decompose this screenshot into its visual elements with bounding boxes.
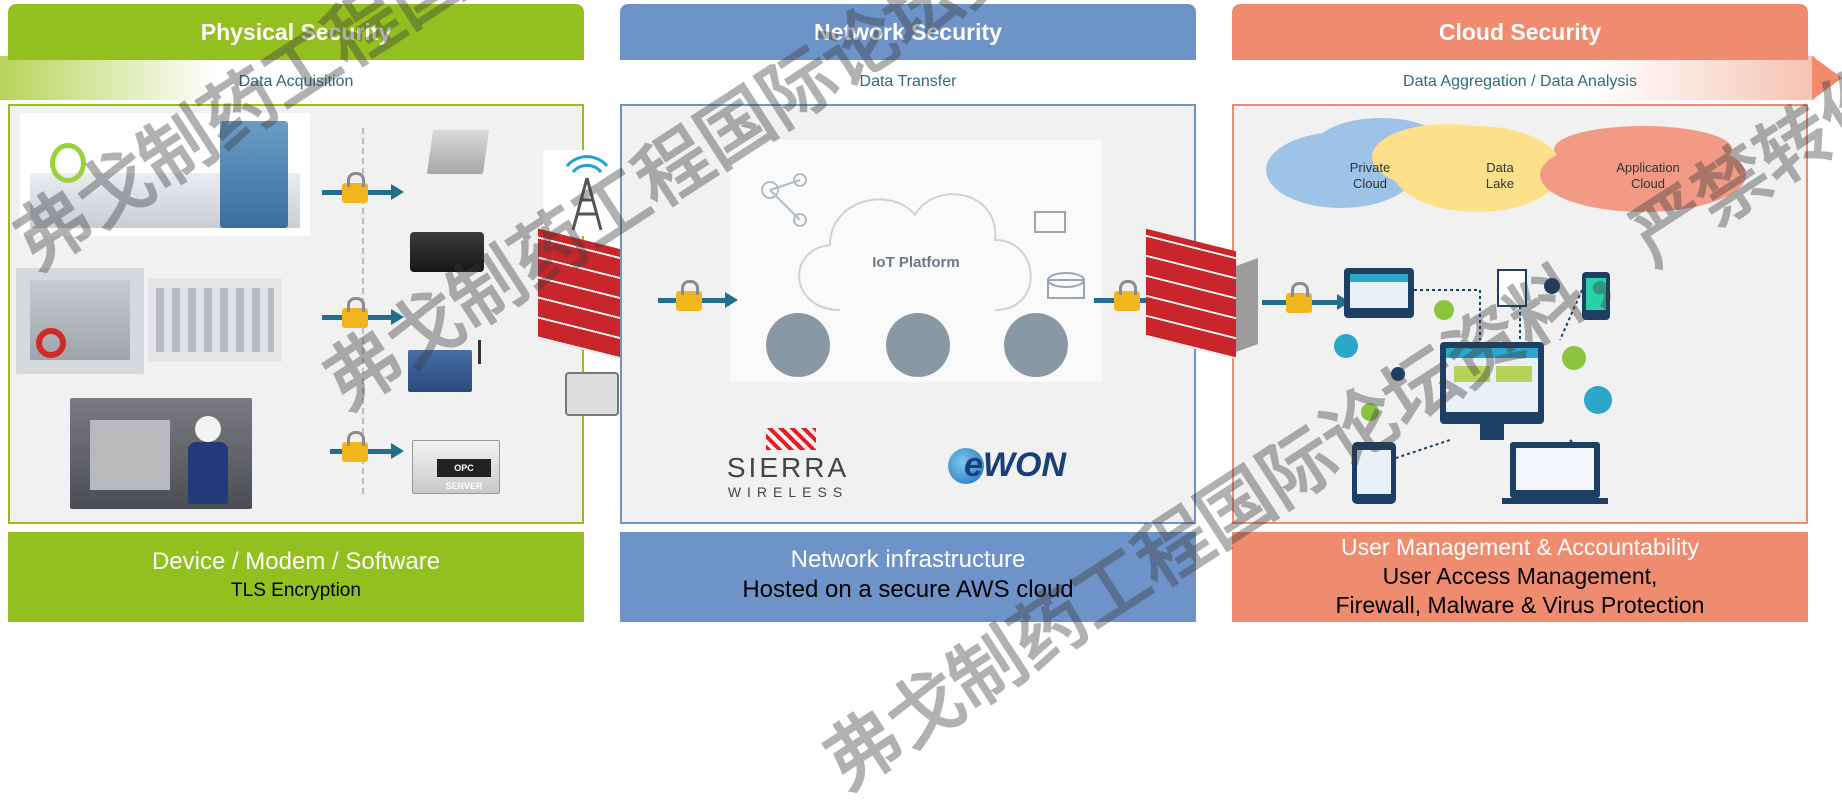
lab-instruments-image [20,113,310,236]
application-cloud-label: Application Cloud [1600,160,1696,192]
data-lake-cloud-shape [1392,126,1562,212]
ewon-swirl-icon [948,448,984,484]
network-cable-image [565,372,619,416]
sierra-wireless-logo: SIERRA WIRELESS [718,428,858,500]
physical-footer-title: Device / Modem / Software [151,548,441,575]
antenna-icon [478,340,481,364]
physical-footer-subtitle: TLS Encryption [231,580,361,601]
operator-machine-image [70,398,252,509]
network-security-title: Network Security [814,19,1002,45]
cloud-security-header: Cloud Security [1232,4,1808,60]
application-cloud-label-line2: Cloud [1631,176,1665,191]
lock-icon [342,297,368,328]
plc-module-image [408,350,472,392]
sierra-wireless-mark [766,428,816,450]
device-network-illustration [1330,250,1630,510]
private-cloud-label-line1: Private [1349,160,1391,175]
process-equipment-image [16,268,144,374]
firewall-right-icon [1146,228,1236,360]
physical-security-header: Physical Security [8,4,584,60]
process-arrow-head [1812,56,1842,100]
sierra-wireless-sub: WIRELESS [727,484,849,500]
data-lake-label-line1: Data [1486,160,1514,175]
network-footer-title: Network infrastructure [790,546,1026,573]
cell-tower-icon [565,155,609,231]
opc-server-image: OPC SERVER [412,440,500,494]
sierra-wireless-name: SIERRA [726,452,850,483]
cloud-security-subtitle: Data Aggregation / Data Analysis [1403,73,1637,90]
iot-platform-illustration: IoT Platform [730,140,1102,382]
physical-security-subtitle: Data Acquisition [238,73,354,90]
application-cloud-label-line1: Application [1616,160,1680,175]
cloud-security-title: Cloud Security [1438,19,1602,45]
cloud-footer-line3: Firewall, Malware & Virus Protection [1335,592,1705,618]
private-cloud-shape [1266,132,1416,208]
firewall-right-side [1236,257,1258,353]
device-network-icon [1334,268,1612,504]
firewall-left-icon [538,228,630,362]
cloud-security-footer: User Management & Accountability User Ac… [1232,532,1808,622]
network-footer-subtitle: Hosted on a secure AWS cloud [742,576,1074,603]
data-lake-label-line2: Lake [1485,176,1515,191]
router-device-image [426,130,490,174]
iot-cloud-icon [761,173,1085,377]
network-security-subtitle: Data Transfer [859,73,957,90]
opc-server-label: OPC SERVER [437,459,491,491]
private-cloud-label-line2: Cloud [1353,176,1387,191]
process-arrow-band [0,56,1815,100]
physical-security-title: Physical Security [200,19,392,45]
skid-equipment-image [148,278,282,362]
physical-security-footer: Device / Modem / Software TLS Encryption [8,532,584,622]
network-security-header: Network Security [620,4,1196,60]
data-lake-label: Data Lake [1460,160,1540,192]
lock-icon [676,280,702,311]
iot-platform-label: IoT Platform [872,254,960,271]
lock-icon [342,172,368,203]
cell-tower-image [543,150,631,236]
cloud-footer-title: User Management & Accountability [1341,534,1699,560]
modem-device-image [410,232,484,272]
cloud-footer-line2: User Access Management, [1382,563,1658,589]
ewon-logo: eWON [948,446,1068,486]
application-cloud-shape [1540,138,1746,212]
lock-icon [1114,280,1140,311]
network-security-footer: Network infrastructure Hosted on a secur… [620,532,1196,622]
lock-icon [342,431,368,462]
ewon-name: eWON [964,446,1066,484]
private-cloud-label: Private Cloud [1330,160,1410,192]
lock-icon [1286,282,1312,313]
